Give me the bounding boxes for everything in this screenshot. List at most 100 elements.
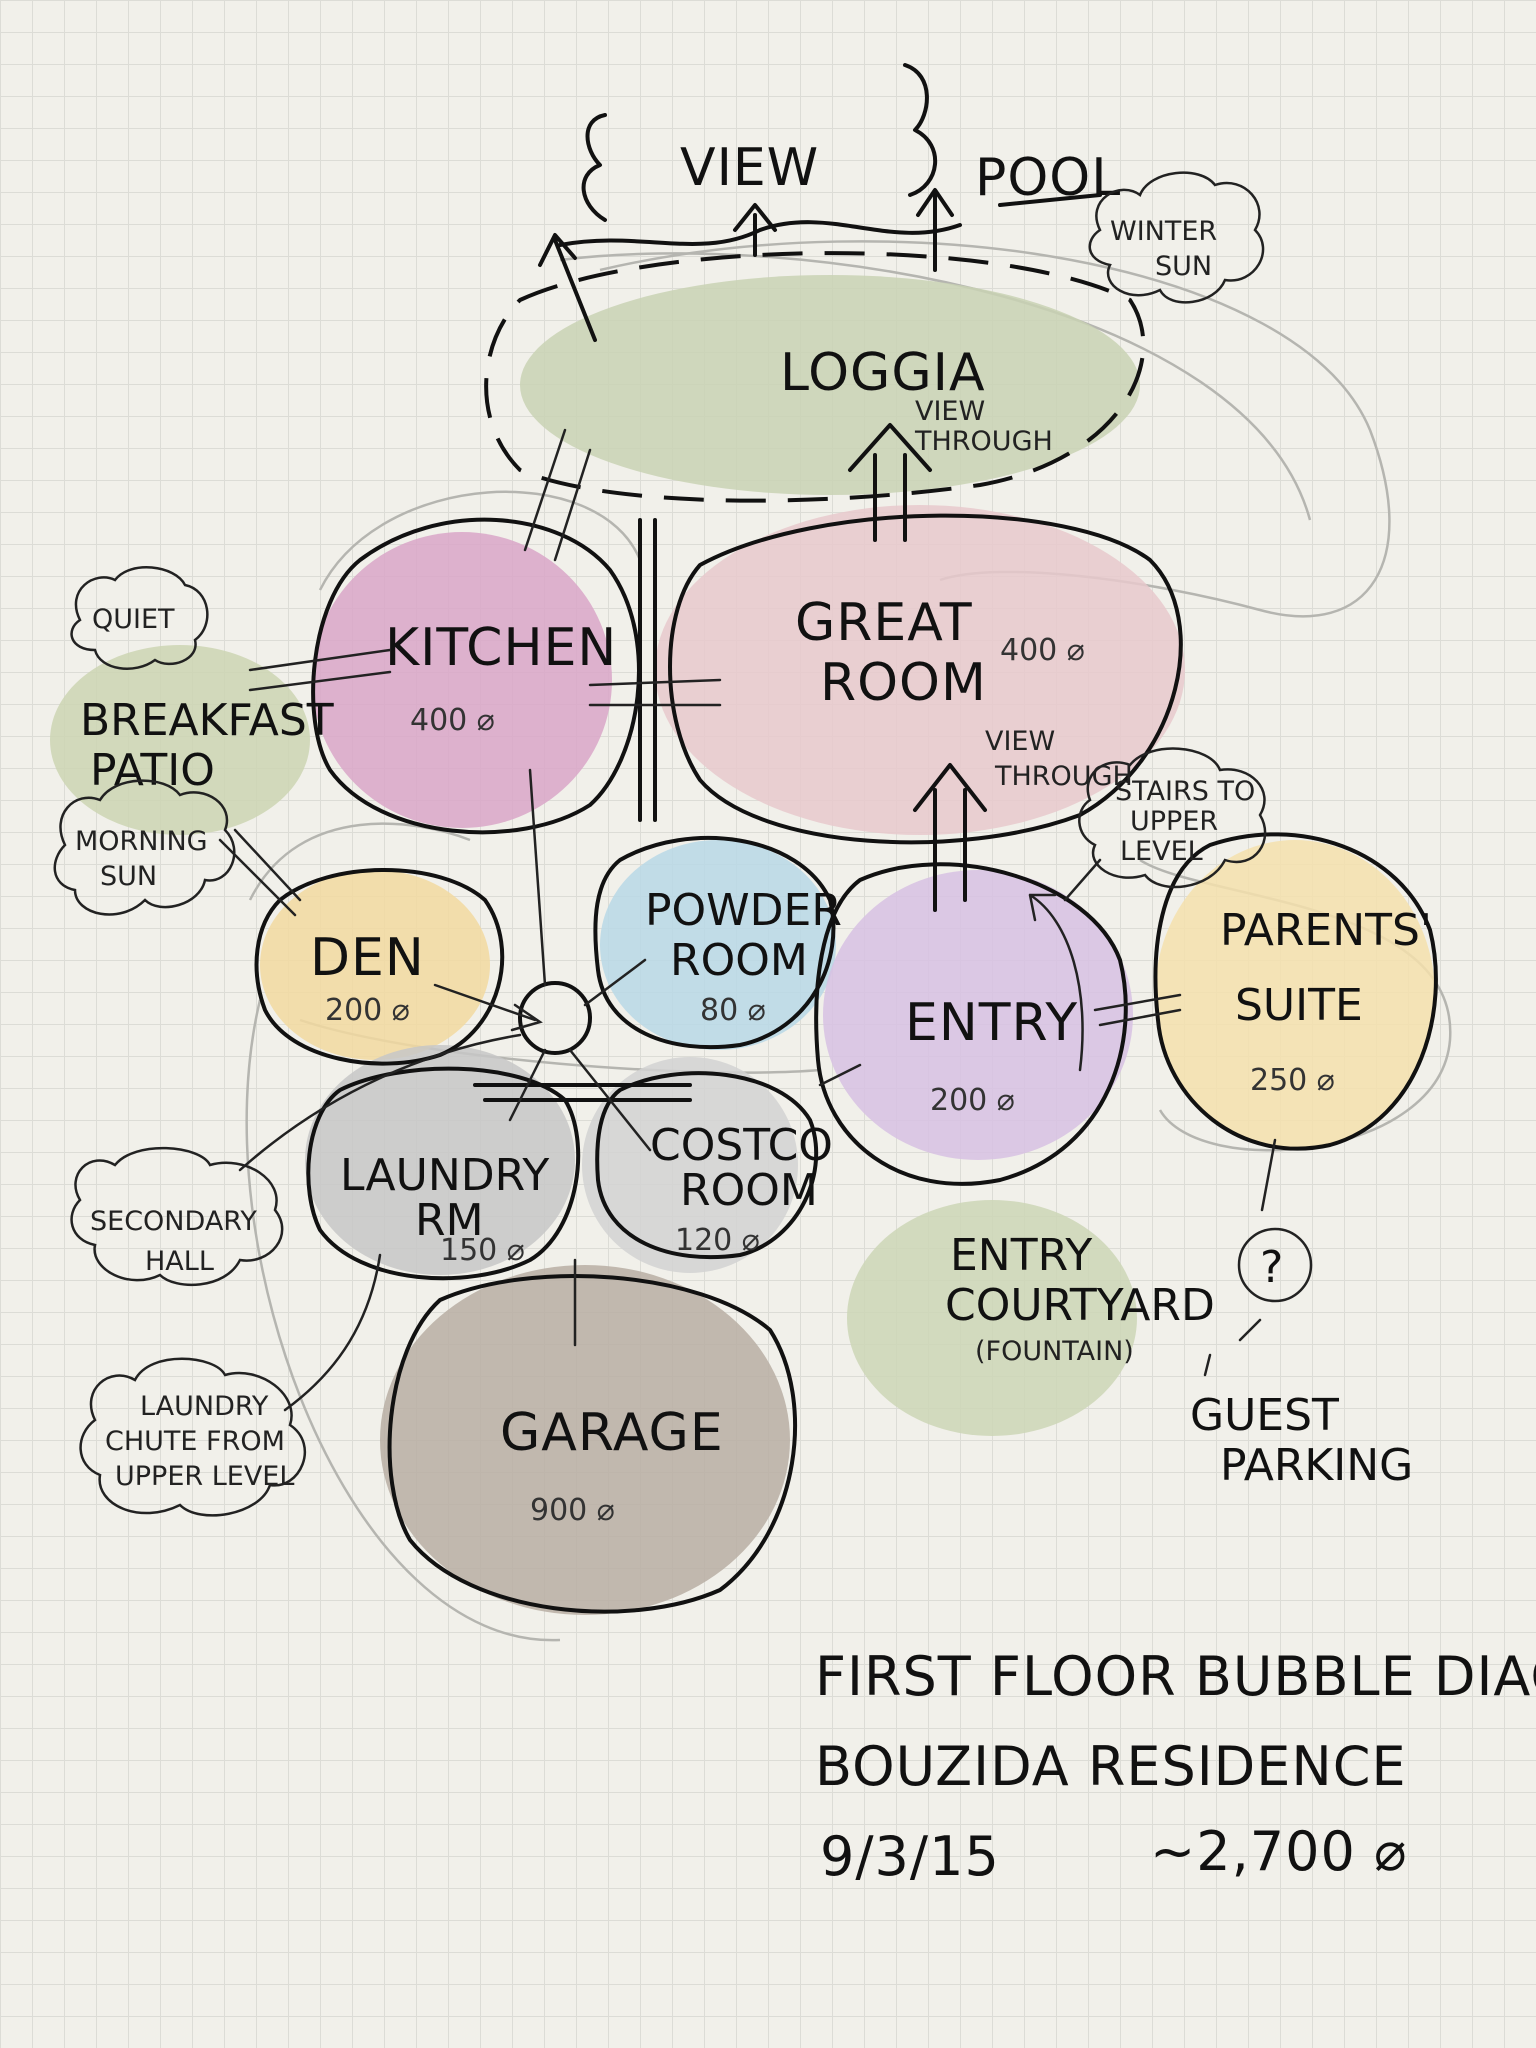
- stairs-cloud: [1078, 747, 1267, 889]
- view-heading: VIEW POOL: [538, 63, 1121, 342]
- morning-sun-line1: MORNING: [75, 826, 208, 857]
- garage-wash: [380, 1265, 790, 1615]
- guest-parking-marker: [1237, 1227, 1313, 1303]
- kitchen-wash: [312, 532, 612, 828]
- powder-room-line1: POWDER: [645, 885, 842, 936]
- costco-line2: ROOM: [680, 1165, 818, 1216]
- loggia-wash: [520, 275, 1140, 495]
- morning-sun-note: MORNING SUN: [53, 779, 302, 917]
- parents-suite-wash: [1155, 840, 1435, 1150]
- guest-parking-line2: PARKING: [1220, 1440, 1413, 1491]
- kitchen-label: KITCHEN: [385, 618, 617, 678]
- laundry-chute-line3: UPPER LEVEL: [115, 1461, 294, 1492]
- laundry-chute-pointer: [283, 1253, 382, 1412]
- secondary-hall-pointer: [238, 1033, 522, 1172]
- breakfast-patio-line1: BREAKFAST: [80, 695, 334, 746]
- powder-room-outline: [593, 835, 836, 1050]
- great-room-area: 400 ⌀: [1000, 633, 1085, 668]
- pool-label: POOL: [975, 148, 1121, 208]
- secondary-hall-line2: HALL: [145, 1246, 214, 1277]
- hall-to-laundry: [508, 1048, 547, 1122]
- hall-to-kitchen: [528, 768, 547, 987]
- title-date: 9/3/15: [820, 1825, 1000, 1888]
- loggia-dashed-outline: [484, 251, 1146, 503]
- stairs-pointer: [1063, 858, 1102, 902]
- kitchen-outline: [311, 517, 641, 835]
- garage-area: 900 ⌀: [530, 1493, 615, 1528]
- view-through-mid-line1: VIEW: [985, 726, 1055, 757]
- den-outline: [254, 868, 505, 1066]
- den-wash: [260, 870, 490, 1060]
- garage-label: GARAGE: [500, 1403, 724, 1463]
- laundry-line1: LAUNDRY: [340, 1150, 549, 1201]
- view-brace-right: [903, 63, 938, 197]
- entry-stair-arrow: [1028, 893, 1084, 1072]
- den-hall-arrow: [433, 983, 543, 1032]
- color-washes: [50, 275, 1435, 1615]
- powder-hall-link: [583, 958, 647, 1007]
- stairs-note: STAIRS TO UPPER LEVEL: [1063, 747, 1267, 902]
- parents-suite-line1: PARENTS': [1220, 905, 1432, 956]
- title-block: FIRST FLOOR BUBBLE DIAGRAM BOUZIDA RESID…: [815, 1645, 1536, 1888]
- laundry-wash: [305, 1045, 575, 1275]
- stairs-line1: STAIRS TO: [1115, 776, 1255, 807]
- hall-to-costco: [568, 1048, 652, 1152]
- breakfast-patio-line2: PATIO: [90, 745, 215, 796]
- loggia-label: LOGGIA: [780, 343, 986, 403]
- costco-outline: [595, 1071, 819, 1260]
- laundry-chute-line1: LAUNDRY: [140, 1391, 269, 1422]
- parents-suite-line2: SUITE: [1235, 980, 1363, 1031]
- kitchen-loggia-link: [523, 428, 592, 562]
- courtyard-line2: COURTYARD: [945, 1280, 1215, 1331]
- view-through-top-line1: VIEW: [915, 396, 985, 427]
- great-room-wash: [655, 505, 1185, 835]
- view-through-top-arrow: [848, 423, 932, 542]
- parents-suite-area: 250 ⌀: [1250, 1063, 1335, 1098]
- entry-parents-link: [1093, 993, 1182, 1027]
- morning-sun-line2: SUN: [100, 861, 157, 892]
- title-line1: FIRST FLOOR BUBBLE DIAGRAM: [815, 1645, 1536, 1708]
- secondary-hall-note: SECONDARY HALL: [70, 1033, 522, 1286]
- courtyard-wash: [847, 1200, 1137, 1436]
- laundry-chute-note: LAUNDRY CHUTE FROM UPPER LEVEL: [79, 1253, 382, 1517]
- winter-sun-note: WINTER SUN: [1088, 171, 1265, 304]
- secondary-hall-line1: SECONDARY: [90, 1206, 257, 1237]
- view-label: VIEW: [680, 138, 819, 198]
- powder-room-line2: ROOM: [670, 935, 808, 986]
- great-room-line1: GREAT: [795, 593, 973, 653]
- laundry-chute-line2: CHUTE FROM: [105, 1426, 285, 1457]
- courtyard-line3: (FOUNTAIN): [975, 1336, 1134, 1367]
- guest-marker-text: ?: [1260, 1242, 1283, 1293]
- view-through-mid-arrow: [913, 763, 987, 912]
- winter-sun-line1: WINTER: [1110, 216, 1217, 247]
- den-label: DEN: [310, 928, 425, 988]
- costco-wash: [582, 1057, 798, 1273]
- view-arrow-left: [538, 233, 597, 342]
- parents-suite-outline: [1153, 832, 1438, 1151]
- costco-line1: COSTCO: [650, 1120, 833, 1171]
- den-area: 200 ⌀: [325, 993, 410, 1028]
- entry-outline: [814, 862, 1128, 1186]
- bubble-outlines: [254, 251, 1438, 1614]
- great-room-outline: [668, 513, 1183, 845]
- secondary-hall-node: [518, 981, 592, 1055]
- laundry-outline: [306, 1066, 581, 1281]
- view-squiggle: [558, 220, 962, 247]
- view-arrow-mid: [733, 203, 777, 257]
- entry-costco-link: [818, 1063, 862, 1087]
- view-through-mid-line2: THROUGH: [994, 761, 1133, 792]
- winter-sun-cloud: [1088, 171, 1265, 304]
- guest-parking-line1: GUEST: [1190, 1390, 1339, 1441]
- kitchen-great-room-divider: [638, 518, 657, 822]
- garage-outline: [387, 1274, 797, 1614]
- laundry-area: 150 ⌀: [440, 1233, 525, 1268]
- pool-underline: [998, 193, 1102, 207]
- winter-sun-line2: SUN: [1155, 251, 1212, 282]
- laundry-chute-cloud: [79, 1357, 307, 1517]
- quiet-cloud: [70, 566, 209, 670]
- title-line2: BOUZIDA RESIDENCE: [815, 1735, 1407, 1798]
- view-brace-left: [581, 113, 607, 222]
- guest-parking-note: ? GUEST PARKING: [1190, 1138, 1413, 1491]
- guest-connector: [1203, 1138, 1277, 1377]
